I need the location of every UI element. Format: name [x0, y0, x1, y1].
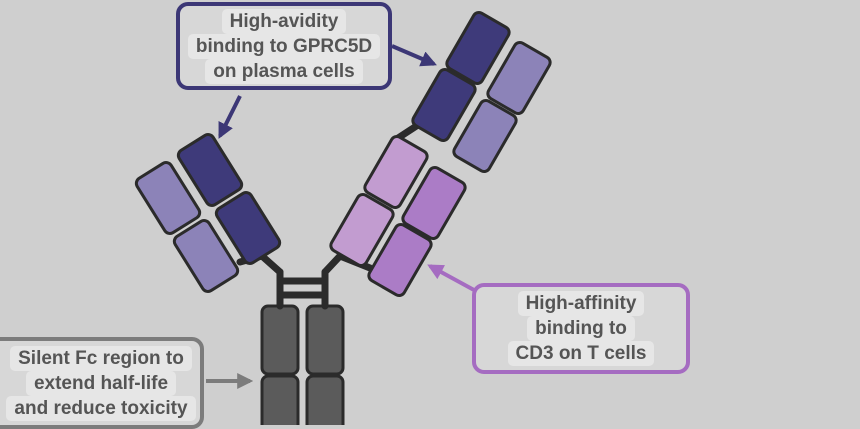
callout-text-line: extend half-life: [25, 370, 177, 396]
callout-text-line: CD3 on T cells: [507, 341, 655, 366]
fc-domain-left-lower: [260, 374, 300, 425]
cd3-light-chain-domain-2: [329, 192, 395, 268]
callout-text-line: binding to GPRC5D: [187, 33, 381, 59]
fab-arm-right: [329, 134, 467, 298]
cd3-arrow: [427, 264, 475, 292]
gprc5d-arrow-left: [218, 95, 242, 139]
cd3-callout: High-affinity binding to CD3 on T cells: [472, 283, 690, 374]
fab-arm-left: [134, 133, 282, 293]
fc-domain-right-upper: [305, 304, 345, 376]
gprc5d-arrow-right: [391, 44, 437, 67]
gprc5d-light-chain-domain-1: [134, 161, 202, 235]
gprc5d-light-chain-domain-2: [172, 219, 240, 293]
callout-text-line: High-avidity: [221, 8, 347, 34]
callout-text-line: and reduce toxicity: [6, 395, 196, 421]
fc-region: [260, 304, 345, 425]
cd3-heavy-chain-domain-2: [367, 222, 433, 298]
cd3-light-chain-domain-1: [363, 134, 429, 210]
fc-domain-right-lower: [305, 374, 345, 425]
gprc5d-heavy-chain-domain-1: [176, 133, 244, 207]
gprc5d-callout: High-avidity binding to GPRC5D on plasma…: [176, 2, 392, 90]
callout-text-line: Silent Fc region to: [10, 345, 192, 371]
gprc5d-extension-light-domain-2: [452, 98, 518, 174]
callout-text-line: on plasma cells: [205, 58, 363, 84]
callout-text-line: High-affinity: [517, 291, 645, 316]
fc-domain-left-upper: [260, 304, 300, 376]
fc-callout: Silent Fc region to extend half-life and…: [0, 337, 204, 429]
gprc5d-heavy-chain-domain-2: [214, 191, 282, 265]
cd3-heavy-chain-domain-1: [401, 165, 467, 241]
gprc5d-extension-light-domain-1: [486, 40, 552, 116]
gprc5d-extension-heavy-domain-1: [445, 10, 511, 86]
gprc5d-extension-heavy-domain-2: [411, 67, 477, 143]
callout-text-line: binding to: [527, 316, 635, 341]
gprc5d-binding-extension: [411, 10, 552, 174]
